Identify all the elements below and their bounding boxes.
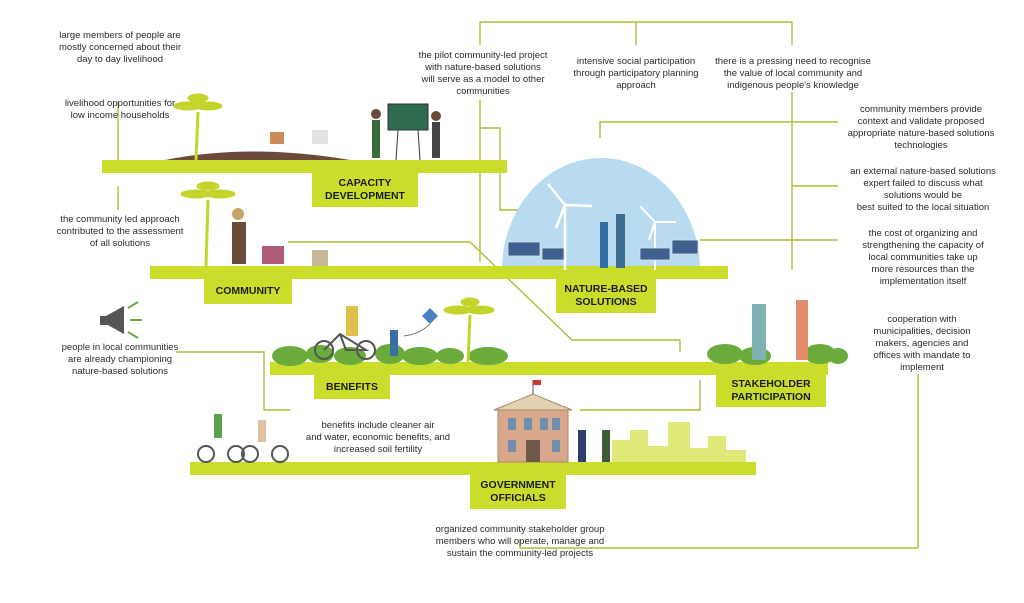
bicycle-icon	[314, 332, 376, 360]
connector-pilot	[479, 100, 520, 211]
connector-lines	[117, 21, 919, 549]
connector-validate	[599, 121, 838, 138]
platform-capacity	[102, 160, 507, 173]
bicycle-icon	[197, 414, 289, 463]
platform-benefits	[270, 362, 828, 375]
platform-government	[190, 462, 756, 475]
megaphone-icon	[100, 301, 142, 339]
palm-tree-icon	[180, 181, 236, 267]
wind-turbine-icon	[547, 183, 593, 270]
kite-icon	[403, 308, 438, 337]
sky-dome	[502, 158, 700, 270]
connector-champion	[176, 351, 290, 411]
soil-mound	[165, 151, 350, 160]
label-benefits: BENEFITS	[314, 375, 390, 399]
city-skyline	[612, 422, 746, 462]
solar-panel-icon	[507, 239, 699, 261]
palm-tree-icon	[173, 93, 223, 161]
platform-community	[150, 266, 728, 279]
platforms	[102, 160, 828, 475]
connector-community-ns	[288, 241, 681, 352]
palm-tree-icon	[443, 297, 495, 363]
people-figures	[232, 103, 808, 462]
connector-benefits-gov	[580, 380, 701, 411]
government-building-icon	[493, 393, 573, 463]
flag-icon	[532, 380, 541, 394]
wind-turbine-icon	[639, 205, 676, 270]
connector-cooperation	[519, 374, 919, 549]
label-community: COMMUNITY	[204, 279, 292, 304]
